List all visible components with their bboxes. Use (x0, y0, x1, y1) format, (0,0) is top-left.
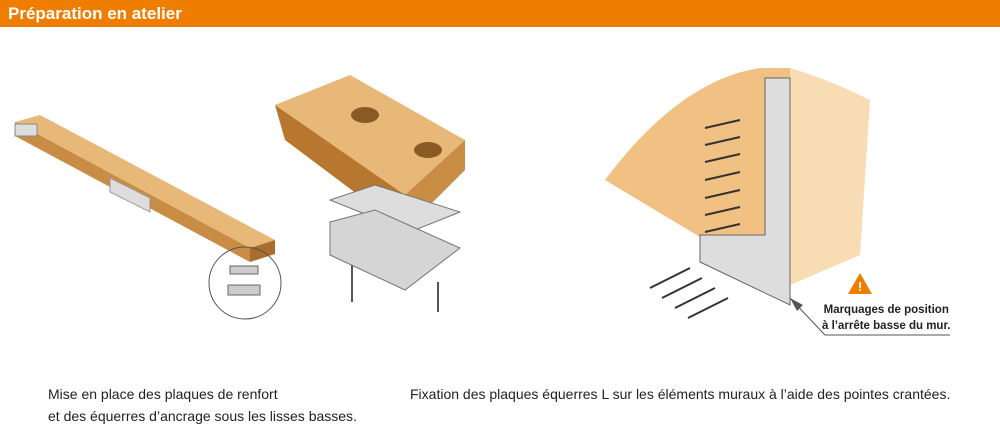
section-header: Préparation en atelier (0, 0, 1000, 27)
caption-left-line-2: et des équerres d’ancrage sous les lisse… (48, 408, 357, 424)
caption-left-line-1: Mise en place des plaques de renfort (48, 386, 278, 402)
note-line-2: à l’arrête basse du mur. (822, 320, 951, 332)
svg-text:!: ! (858, 279, 862, 294)
beam-illustration (14, 115, 282, 320)
position-note: Marquages de position à l’arrête basse d… (822, 302, 950, 334)
wall-illustration: ! (605, 68, 950, 336)
caption-left: Mise en place des plaques de renfort et … (48, 383, 357, 427)
caption-right: Fixation des plaques équerres L sur les … (410, 386, 951, 402)
warning-icon (848, 273, 872, 294)
note-line-1: Marquages de position (823, 304, 949, 316)
block-illustration (275, 75, 465, 312)
